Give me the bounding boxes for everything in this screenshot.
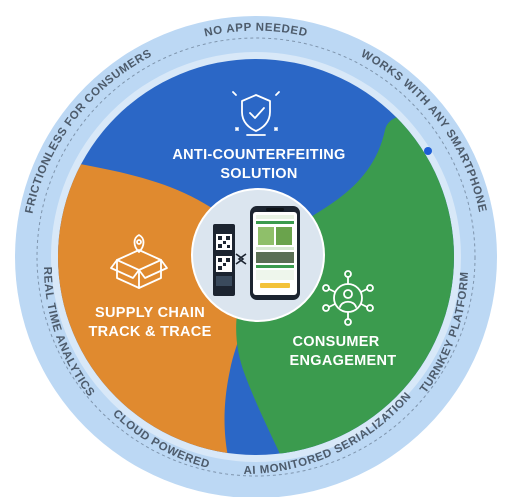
network-user-icon — [322, 270, 374, 326]
qr-product-icon — [213, 224, 235, 296]
link-arrows-icon — [235, 253, 247, 265]
shield-check-icon — [232, 91, 280, 136]
segment-orange-title-line2: TRACK & TRACE — [88, 324, 211, 340]
segment-orange-title-line1: SUPPLY CHAIN — [95, 305, 205, 321]
segment-green-title-line2: ENGAGEMENT — [290, 353, 397, 369]
segment-blue-title-line1: ANTI-COUNTERFEITING — [172, 147, 345, 163]
segment-green-title-line1: CONSUMER — [293, 334, 380, 350]
ring-dot — [424, 147, 432, 155]
package-location-icon — [110, 234, 168, 289]
segment-blue-title-line2: SOLUTION — [220, 166, 297, 182]
ring-dash-track — [36, 37, 476, 477]
smartphone-icon — [250, 206, 300, 300]
